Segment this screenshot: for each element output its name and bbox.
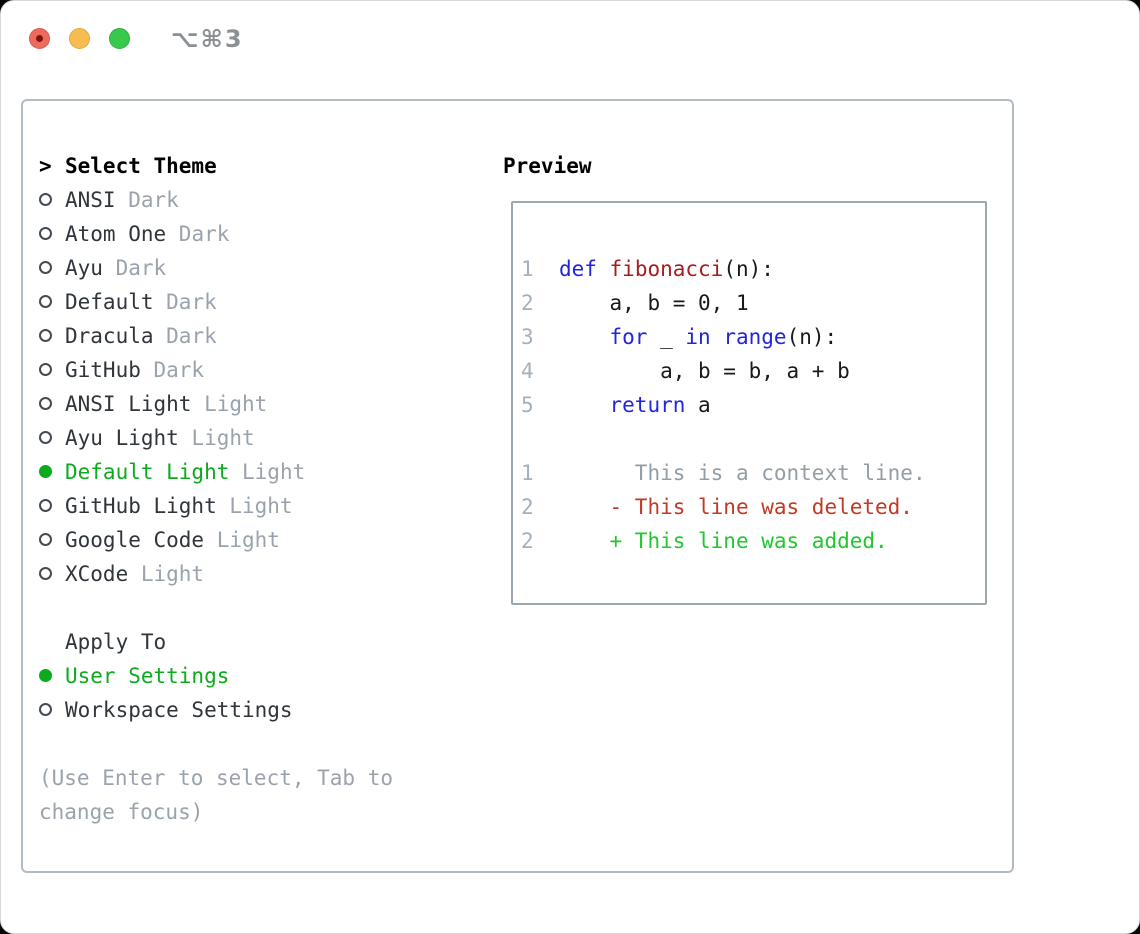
- minimize-button[interactable]: [69, 28, 90, 49]
- code-line: 2 + This line was added.: [521, 529, 888, 553]
- theme-variant-tag: Dark: [153, 324, 217, 348]
- zoom-button[interactable]: [109, 28, 130, 49]
- radio-icon: [39, 430, 52, 444]
- theme-option-github[interactable]: GitHub Dark: [39, 353, 489, 387]
- code-line: 5 return a: [521, 393, 711, 417]
- theme-name: ANSI Light: [65, 392, 192, 416]
- theme-variant-tag: Light: [191, 392, 268, 416]
- theme-name: Google Code: [65, 528, 205, 552]
- radio-icon: [39, 498, 52, 512]
- theme-list-title: Select Theme: [65, 154, 217, 178]
- theme-option-github-light[interactable]: GitHub Light Light: [39, 489, 489, 523]
- theme-option-google-code[interactable]: Google Code Light: [39, 523, 489, 557]
- theme-name: Dracula: [65, 324, 154, 348]
- radio-icon: [39, 396, 52, 410]
- theme-variant-tag: Dark: [102, 256, 167, 280]
- preview-code: 1 def fibonacci(n): 2 a, b = 0, 1 3 for _ …: [521, 252, 985, 558]
- code-line: 4 a, b = b, a + b: [521, 359, 850, 383]
- radio-icon: [39, 532, 52, 546]
- theme-name: Default: [65, 290, 154, 314]
- theme-name: GitHub Light: [65, 494, 217, 518]
- theme-name: Ayu: [65, 256, 103, 280]
- code-line: 1 def fibonacci(n):: [521, 257, 774, 281]
- theme-option-ansi-light[interactable]: ANSI Light Light: [39, 387, 489, 421]
- window-title: ⌥⌘3: [171, 25, 244, 53]
- theme-option-ayu-light[interactable]: Ayu Light Light: [39, 421, 489, 455]
- help-text-line1: (Use Enter to select, Tab to: [39, 766, 394, 790]
- theme-name: XCode: [65, 562, 129, 586]
- code-line: [521, 422, 985, 456]
- radio-icon: [39, 702, 52, 716]
- theme-option-ansi[interactable]: ANSI Dark: [39, 183, 489, 217]
- code-line: 1 This is a context line.: [521, 461, 926, 485]
- spacer: [39, 727, 489, 761]
- theme-option-dracula[interactable]: Dracula Dark: [39, 319, 489, 353]
- help-text-line2: change focus): [39, 800, 204, 824]
- theme-variant-tag: Light: [216, 494, 293, 518]
- apply-option-label: Workspace Settings: [65, 698, 293, 722]
- close-button[interactable]: [29, 28, 50, 49]
- radio-selected-icon: [39, 464, 52, 478]
- preview-header: Preview: [503, 154, 592, 178]
- theme-variant-tag: Light: [204, 528, 280, 552]
- apply-to-header: Apply To: [65, 630, 167, 654]
- theme-option-ayu[interactable]: Ayu Dark: [39, 251, 489, 285]
- preview-pane: 1 def fibonacci(n): 2 a, b = 0, 1 3 for _ …: [511, 201, 987, 605]
- theme-variant-tag: Light: [128, 562, 205, 586]
- cursor-prefix: >: [39, 154, 52, 178]
- spacer: [39, 591, 489, 625]
- theme-name: GitHub: [65, 358, 141, 382]
- theme-name: Default Light: [65, 460, 230, 484]
- theme-name: Atom One: [65, 222, 167, 246]
- theme-variant-tag: Light: [229, 460, 306, 484]
- radio-icon: [39, 226, 52, 240]
- code-line: 3 for _ in range(n):: [521, 325, 838, 349]
- radio-icon: [39, 566, 52, 580]
- radio-selected-icon: [39, 668, 52, 682]
- theme-name: ANSI: [65, 188, 116, 212]
- code-line: 2 - This line was deleted.: [521, 495, 913, 519]
- theme-variant-tag: Dark: [140, 358, 205, 382]
- theme-option-default[interactable]: Default Dark: [39, 285, 489, 319]
- theme-option-default-light[interactable]: Default Light Light: [39, 455, 489, 489]
- theme-variant-tag: Light: [178, 426, 255, 450]
- apply-option-user-settings[interactable]: User Settings: [39, 659, 489, 693]
- radio-icon: [39, 260, 52, 274]
- theme-variant-tag: Dark: [115, 188, 179, 212]
- theme-list-header: > Select Theme: [39, 149, 489, 183]
- radio-icon: [39, 362, 52, 376]
- code-line: 2 a, b = 0, 1: [521, 291, 749, 315]
- theme-variant-tag: Dark: [153, 290, 217, 314]
- apply-option-label: User Settings: [65, 664, 230, 688]
- radio-icon: [39, 294, 52, 308]
- theme-option-atom-one[interactable]: Atom One Dark: [39, 217, 489, 251]
- theme-option-xcode[interactable]: XCode Light: [39, 557, 489, 591]
- radio-icon: [39, 328, 52, 342]
- theme-variant-tag: Dark: [166, 222, 230, 246]
- theme-name: Ayu Light: [65, 426, 179, 450]
- apply-option-workspace-settings[interactable]: Workspace Settings: [39, 693, 489, 727]
- radio-icon: [39, 192, 52, 206]
